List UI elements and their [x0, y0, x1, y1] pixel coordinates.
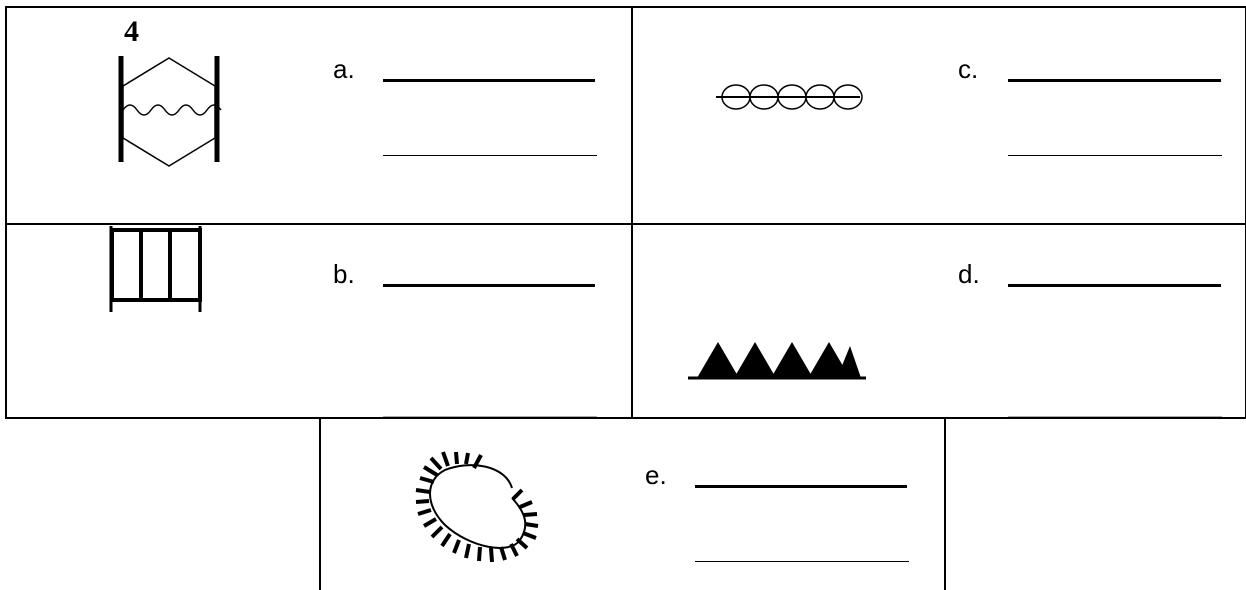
- cell-e-answer-line-2[interactable]: [695, 561, 909, 562]
- cell-a-label: a.: [333, 54, 355, 84]
- hexagon-wavy-line-icon: [121, 56, 221, 166]
- triangle-row-icon: [688, 342, 866, 378]
- cell-e-answer-line-1[interactable]: [695, 485, 907, 488]
- cell-b-label: b.: [333, 259, 355, 289]
- cell-b-answer-line-2[interactable]: [383, 416, 597, 417]
- cell-d-answer-line-1[interactable]: [1008, 284, 1221, 287]
- cell-c-answer-line-1[interactable]: [1008, 79, 1221, 82]
- cell-b-answer-line-1[interactable]: [383, 284, 595, 287]
- cell-d-label: d.: [958, 259, 980, 289]
- cell-a-number: 4: [124, 16, 139, 48]
- three-bar-grid-icon: [111, 226, 200, 312]
- loop-chain-icon: [716, 85, 862, 109]
- cell-a-answer-line-2[interactable]: [383, 155, 597, 156]
- cell-e-label: e.: [645, 460, 667, 490]
- cell-c-label: c.: [958, 54, 978, 84]
- cell-c-answer-line-2[interactable]: [1008, 155, 1222, 156]
- hatched-curve-icon: [416, 452, 538, 562]
- cell-d-answer-line-2[interactable]: [1008, 416, 1222, 417]
- cell-a-answer-line-1[interactable]: [383, 79, 595, 82]
